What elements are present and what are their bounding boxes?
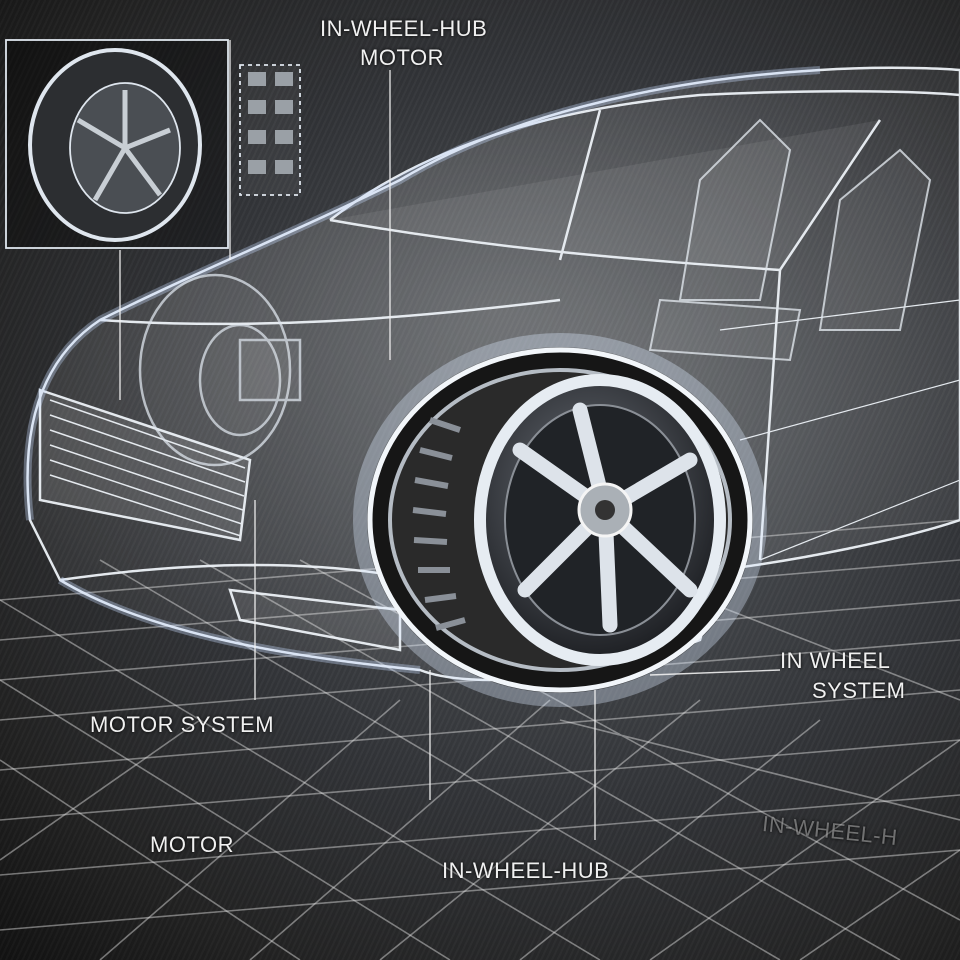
label-hub-motor-line1: IN-WHEEL-HUB bbox=[320, 16, 488, 41]
front-wheel bbox=[353, 333, 767, 707]
label-in-wheel-line2: SYSTEM bbox=[812, 678, 906, 703]
rear-wheel-ghost bbox=[138, 273, 302, 467]
seat-outline bbox=[648, 118, 932, 362]
body-glow-lines bbox=[23, 66, 821, 674]
callout-lines bbox=[119, 40, 781, 840]
label-hub-motor-line2: MOTOR bbox=[360, 45, 444, 70]
label-in-wheel-hub: IN-WHEEL-HUB bbox=[442, 858, 610, 883]
label-motor: MOTOR bbox=[150, 832, 234, 857]
label-in-wheel-line1: IN WHEEL bbox=[780, 648, 891, 673]
inset-box bbox=[5, 39, 301, 249]
label-motor-system: MOTOR SYSTEM bbox=[90, 712, 275, 737]
